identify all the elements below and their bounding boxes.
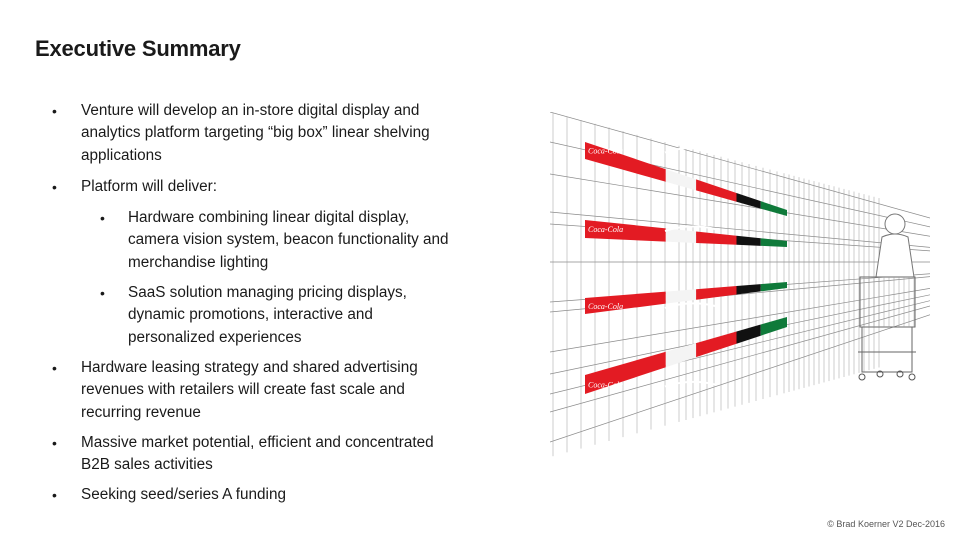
- shelf-line: [550, 112, 930, 219]
- bullet-text-line: personalized experiences: [128, 328, 302, 346]
- slide-title: Executive Summary: [35, 36, 241, 61]
- bullet-item: • Platform will deliver:: [52, 176, 218, 198]
- brand-logo-text: Coca-Cola: [588, 302, 623, 311]
- bullet-text-line: camera vision system, beacon functionali…: [128, 231, 449, 249]
- cart-wheel: [908, 373, 916, 381]
- bullet-item: • Hardware leasing strategy and shared ad…: [52, 357, 418, 424]
- bullet-icon: •: [52, 435, 57, 451]
- digital-display-strip: [736, 324, 761, 344]
- bullet-text-line: revenues with retailers will create fast…: [81, 381, 405, 399]
- digital-display-strip: [665, 169, 697, 191]
- bullet-text-line: B2B sales activities: [81, 456, 213, 474]
- shopping-cart: [859, 276, 916, 328]
- bullet-text-line: recurring revenue: [81, 403, 201, 421]
- shopper-body: [875, 233, 915, 278]
- digital-display-strip: [696, 286, 737, 300]
- digital-display-strip: [665, 228, 697, 243]
- bullet-text-line: Hardware leasing strategy and shared adv…: [81, 359, 418, 376]
- swoosh-graphic: [664, 380, 716, 388]
- digital-display-strip: [736, 284, 761, 295]
- bullet-text-line: SaaS solution managing pricing displays,: [128, 284, 407, 301]
- digital-display-strip: [585, 220, 666, 242]
- swoosh-graphic: [664, 302, 716, 309]
- cart-frame: [858, 327, 916, 373]
- digital-display-strip: [760, 317, 787, 336]
- bullet-text-line: Seeking seed/series A funding: [81, 486, 286, 503]
- digital-display-strip: [736, 193, 761, 209]
- bullet-text-line: Hardware combining linear digital displa…: [128, 209, 410, 226]
- digital-display-strip: [760, 238, 787, 247]
- bullet-item: • Venture will develop an in-store digita…: [52, 100, 430, 167]
- digital-display-strip: [760, 282, 787, 292]
- digital-display-strip: [696, 331, 737, 358]
- bullet-text-line: applications: [81, 146, 162, 164]
- cart-wheel: [896, 370, 904, 378]
- bullet-text-line: dynamic promotions, interactive and: [128, 306, 373, 324]
- digital-display-strip: [696, 179, 737, 202]
- swoosh-graphic: [664, 146, 716, 154]
- shelf-line: [550, 305, 930, 413]
- digital-display-strip: [665, 289, 697, 304]
- copyright-footer: © Brad Koerner V2 Dec-2016: [827, 519, 945, 529]
- bullet-icon: •: [52, 360, 57, 376]
- digital-display-strip: [585, 351, 666, 394]
- bullet-icon: •: [100, 210, 105, 226]
- brand-logo-text: Coca-Cola: [588, 147, 623, 156]
- brand-logo-text: Coca-Cola: [588, 225, 623, 234]
- bullet-item: • Hardware combining linear digital displ…: [100, 207, 449, 274]
- digital-display-strip: [736, 235, 761, 246]
- bullet-item: • Massive market potential, efficient and…: [52, 432, 434, 477]
- shopper-head: [884, 213, 906, 235]
- digital-display-strip: [760, 201, 787, 216]
- bullet-text-line: analytics platform targeting “big box” l…: [81, 124, 430, 142]
- bullet-item: • SaaS solution managing pricing displays…: [100, 282, 407, 349]
- brand-logo-text: Coca-Cola: [588, 381, 623, 390]
- shelf-line: [550, 288, 930, 353]
- cart-wheel: [858, 373, 866, 381]
- cart-wheel: [876, 370, 884, 378]
- digital-display-strip: [585, 142, 666, 182]
- bullet-text-line: Platform will deliver:: [81, 178, 218, 195]
- digital-display-strip: [696, 231, 737, 245]
- bullet-icon: •: [52, 103, 57, 119]
- shelf-line: [550, 314, 930, 443]
- bullet-icon: •: [52, 179, 57, 195]
- bullet-item: • Seeking seed/series A funding: [52, 484, 286, 506]
- bullet-icon: •: [100, 285, 105, 301]
- bullet-text-line: Venture will develop an in-store digital…: [81, 102, 420, 119]
- bullet-text-line: Massive market potential, efficient and …: [81, 434, 434, 451]
- digital-display-strip: [665, 343, 697, 368]
- bullet-text-line: merchandise lighting: [128, 253, 269, 271]
- bullet-icon: •: [52, 487, 57, 503]
- swoosh-graphic: [664, 225, 716, 232]
- digital-display-strip: [585, 291, 666, 314]
